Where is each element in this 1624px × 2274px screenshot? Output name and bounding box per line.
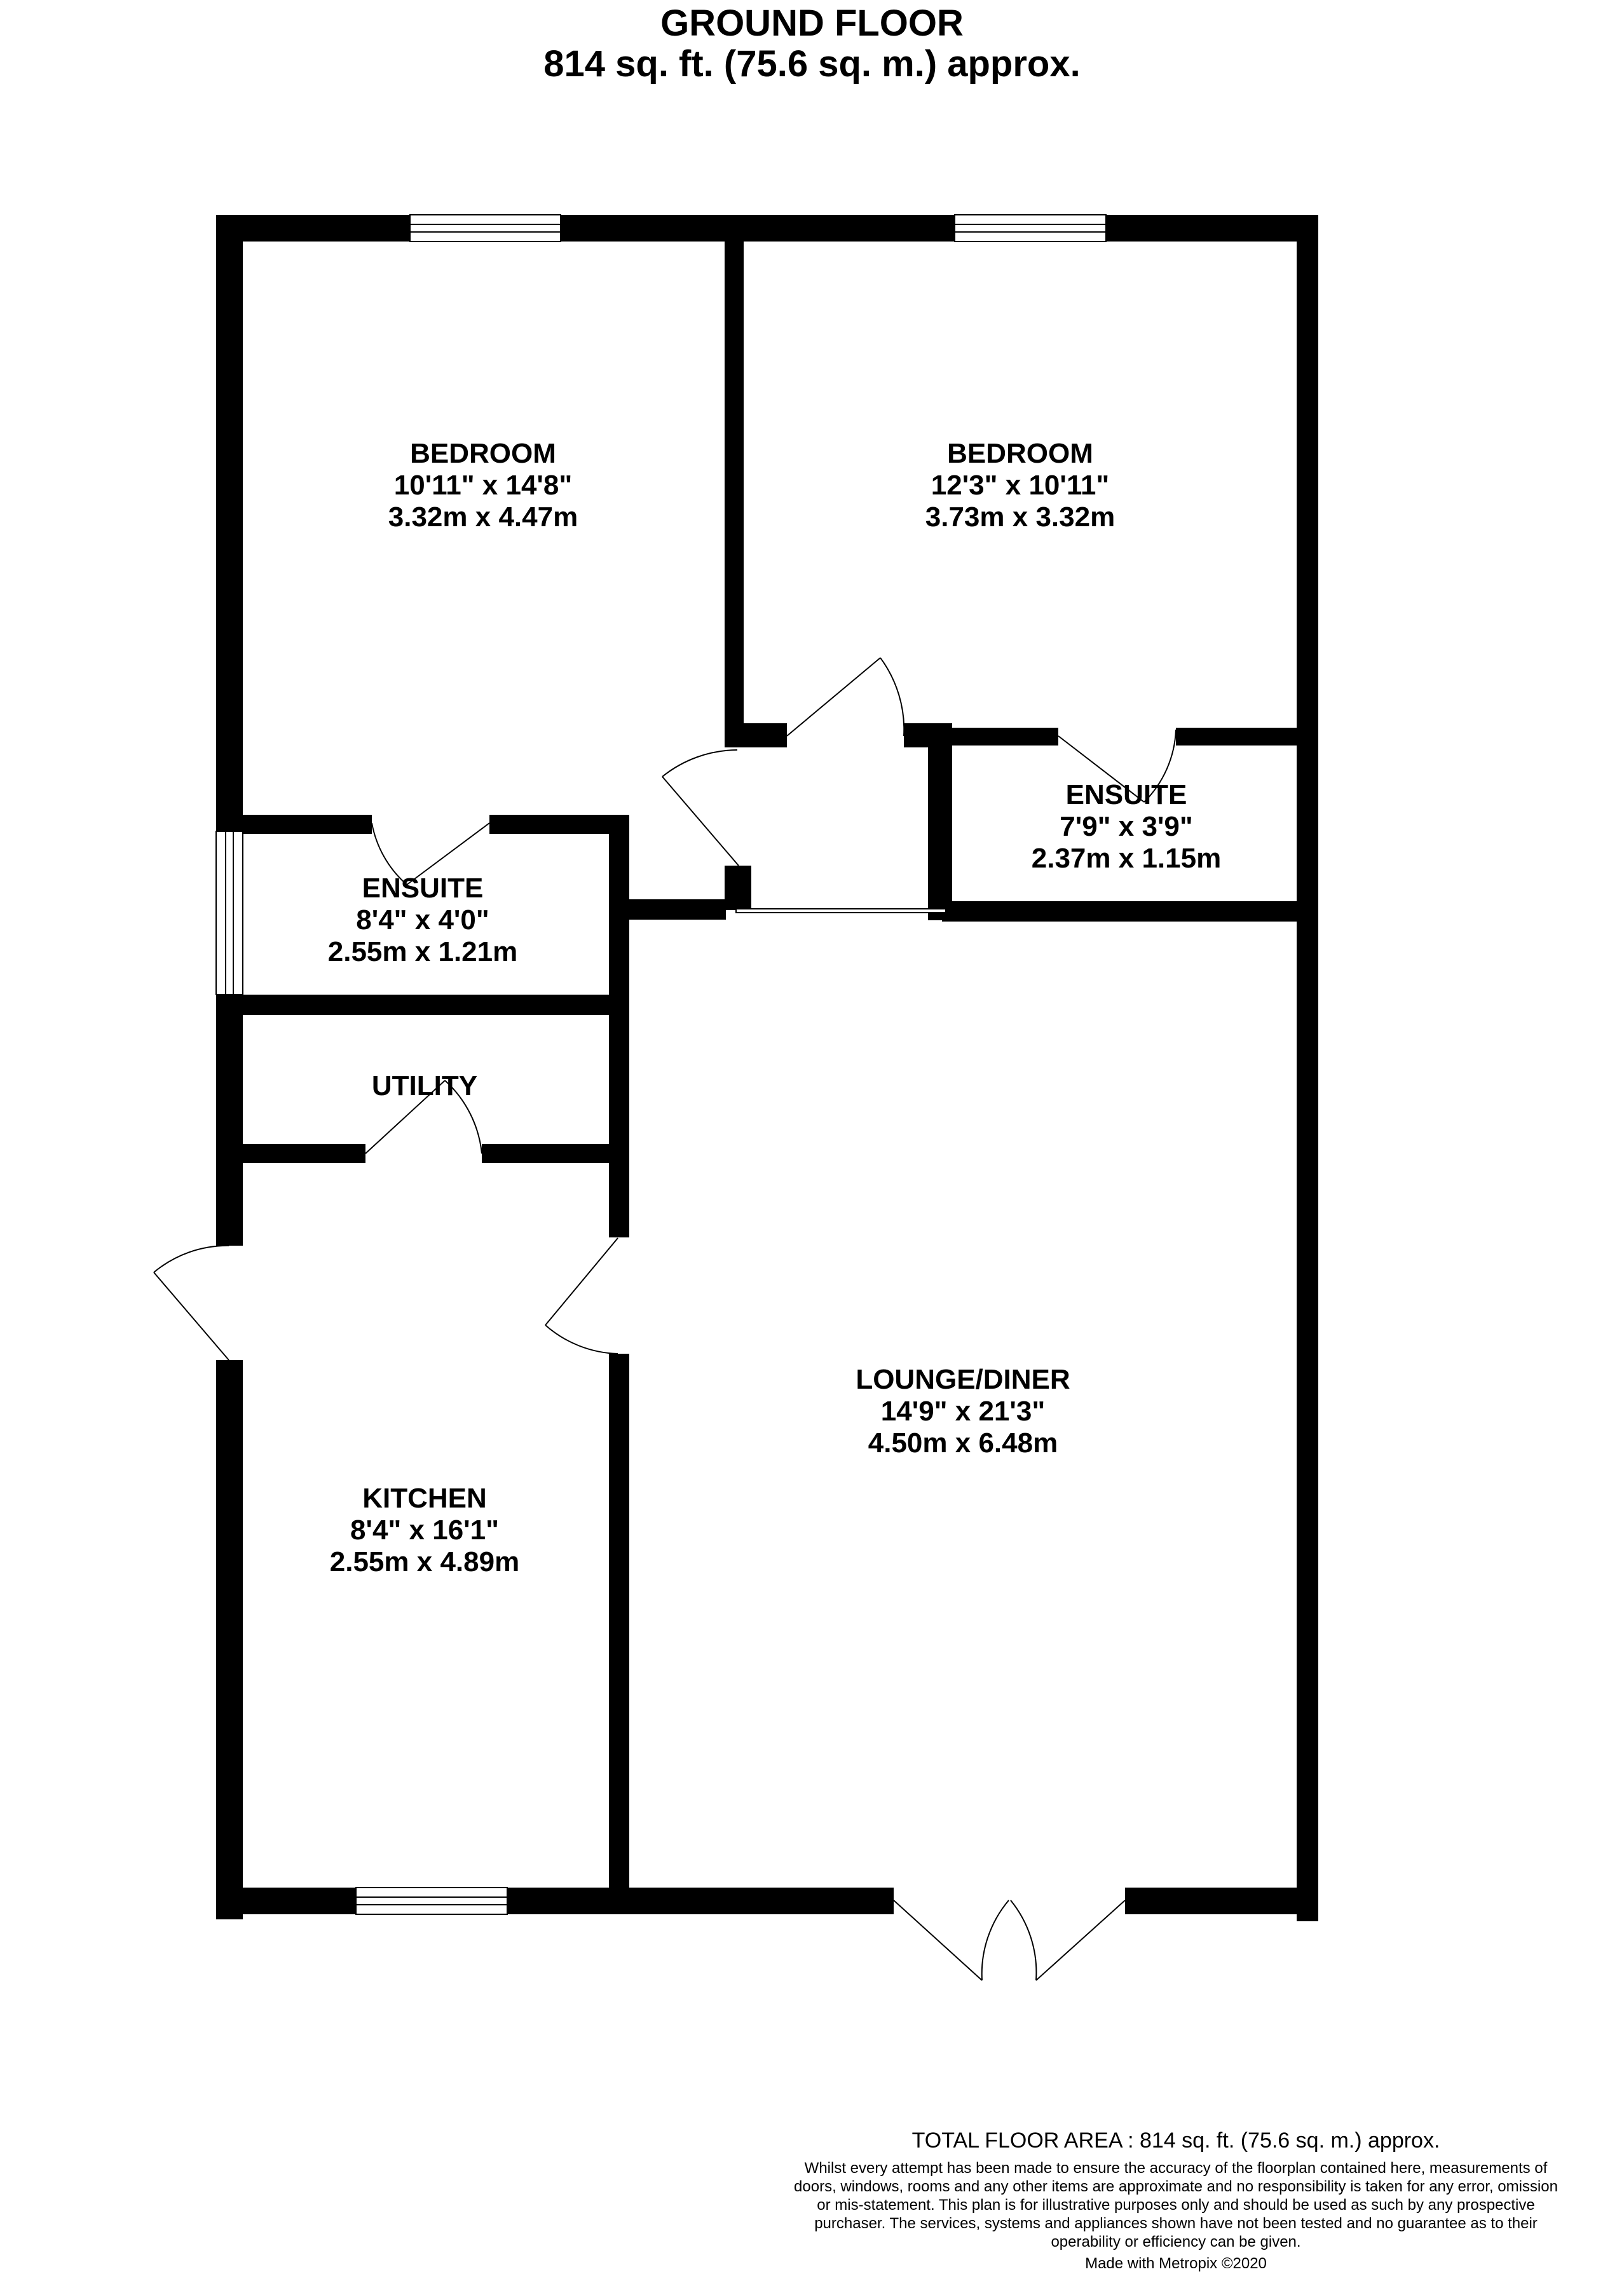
wall-ensuite1-bottom xyxy=(216,995,629,1015)
wall-kitchen-lounge xyxy=(609,1354,629,1914)
wall-bottom-2 xyxy=(507,1888,894,1914)
wall-bottom-3 xyxy=(1125,1888,1318,1914)
wall-utility-bottom-2 xyxy=(482,1144,629,1163)
door-lounge xyxy=(545,1237,618,1354)
door-bedroom-2 xyxy=(786,657,905,737)
wall-top-3 xyxy=(1106,215,1316,242)
wall-hall-right xyxy=(928,723,952,920)
door-ensuite-2 xyxy=(1058,729,1177,803)
wall-ensuite2-bottom xyxy=(942,901,1311,922)
room-bedroom-1-name: BEDROOM xyxy=(410,438,556,469)
wall-left-2 xyxy=(216,995,243,1246)
disclaimer: Whilst every attempt has been made to en… xyxy=(794,2160,1558,2250)
room-ensuite-1-imperial: 8'4" x 4'0" xyxy=(356,904,489,936)
room-ensuite-2-name: ENSUITE xyxy=(1066,779,1187,810)
wall-top-2 xyxy=(561,215,955,242)
room-bedroom-2-imperial: 12'3" x 10'11" xyxy=(931,470,1109,501)
windows xyxy=(215,214,1107,1915)
door-bedroom-1 xyxy=(662,749,739,866)
door-ensuite-1 xyxy=(371,822,490,885)
room-kitchen-metric: 2.55m x 4.89m xyxy=(330,1546,519,1577)
room-ensuite-2-metric: 2.37m x 1.15m xyxy=(1032,843,1221,874)
room-kitchen-imperial: 8'4" x 16'1" xyxy=(350,1515,499,1546)
wall-utility-bottom-1 xyxy=(216,1144,365,1163)
wall-bedroom-divider xyxy=(725,215,744,735)
window-ensuite-1 xyxy=(215,831,243,995)
wall-left-1 xyxy=(216,215,243,831)
floor-title: GROUND FLOOR xyxy=(660,3,964,44)
wall-ensuite1-hall xyxy=(624,899,726,920)
total-floor-area: TOTAL FLOOR AREA : 814 sq. ft. (75.6 sq.… xyxy=(911,2128,1440,2153)
french-doors xyxy=(893,1900,1126,1981)
wall-ensuite2-top-2 xyxy=(1176,728,1309,746)
hall-opening xyxy=(735,908,946,913)
room-kitchen-name: KITCHEN xyxy=(362,1483,487,1514)
credit: Made with Metropix ©2020 xyxy=(1085,2255,1267,2272)
room-bedroom-2-metric: 3.73m x 3.32m xyxy=(925,501,1115,533)
wall-top-1 xyxy=(216,215,410,242)
room-utility-name: UTILITY xyxy=(372,1070,477,1101)
doors xyxy=(153,657,1177,1981)
room-ensuite-1-metric: 2.55m x 1.21m xyxy=(328,936,517,967)
room-lounge-diner-name: LOUNGE/DINER xyxy=(856,1364,1070,1395)
wall-bedroom-return xyxy=(725,723,787,747)
room-bedroom-1-imperial: 10'11" x 14'8" xyxy=(394,470,572,501)
room-ensuite-2-imperial: 7'9" x 3'9" xyxy=(1060,811,1192,842)
door-utility xyxy=(365,1080,482,1154)
room-bedroom-2-name: BEDROOM xyxy=(947,438,1093,469)
wall-right xyxy=(1297,215,1318,1921)
wall-ensuite1-top-2 xyxy=(489,815,626,834)
window-bedroom-2 xyxy=(954,214,1107,242)
wall-bottom-1 xyxy=(216,1888,356,1914)
door-kitchen-external xyxy=(153,1244,229,1361)
wall-ensuite1-right xyxy=(609,815,629,1237)
room-ensuite-1-name: ENSUITE xyxy=(362,873,484,904)
window-bedroom-1 xyxy=(409,214,561,242)
window-kitchen xyxy=(355,1887,508,1915)
room-lounge-diner-metric: 4.50m x 6.48m xyxy=(868,1427,1058,1459)
wall-ensuite2-top-1 xyxy=(928,728,1058,746)
walls xyxy=(216,215,1318,1921)
floor-area: 814 sq. ft. (75.6 sq. m.) approx. xyxy=(543,43,1081,85)
wall-hall-left xyxy=(725,866,751,910)
room-lounge-diner-imperial: 14'9" x 21'3" xyxy=(881,1396,1045,1427)
room-bedroom-1-metric: 3.32m x 4.47m xyxy=(388,501,578,533)
wall-left-3 xyxy=(216,1360,243,1919)
